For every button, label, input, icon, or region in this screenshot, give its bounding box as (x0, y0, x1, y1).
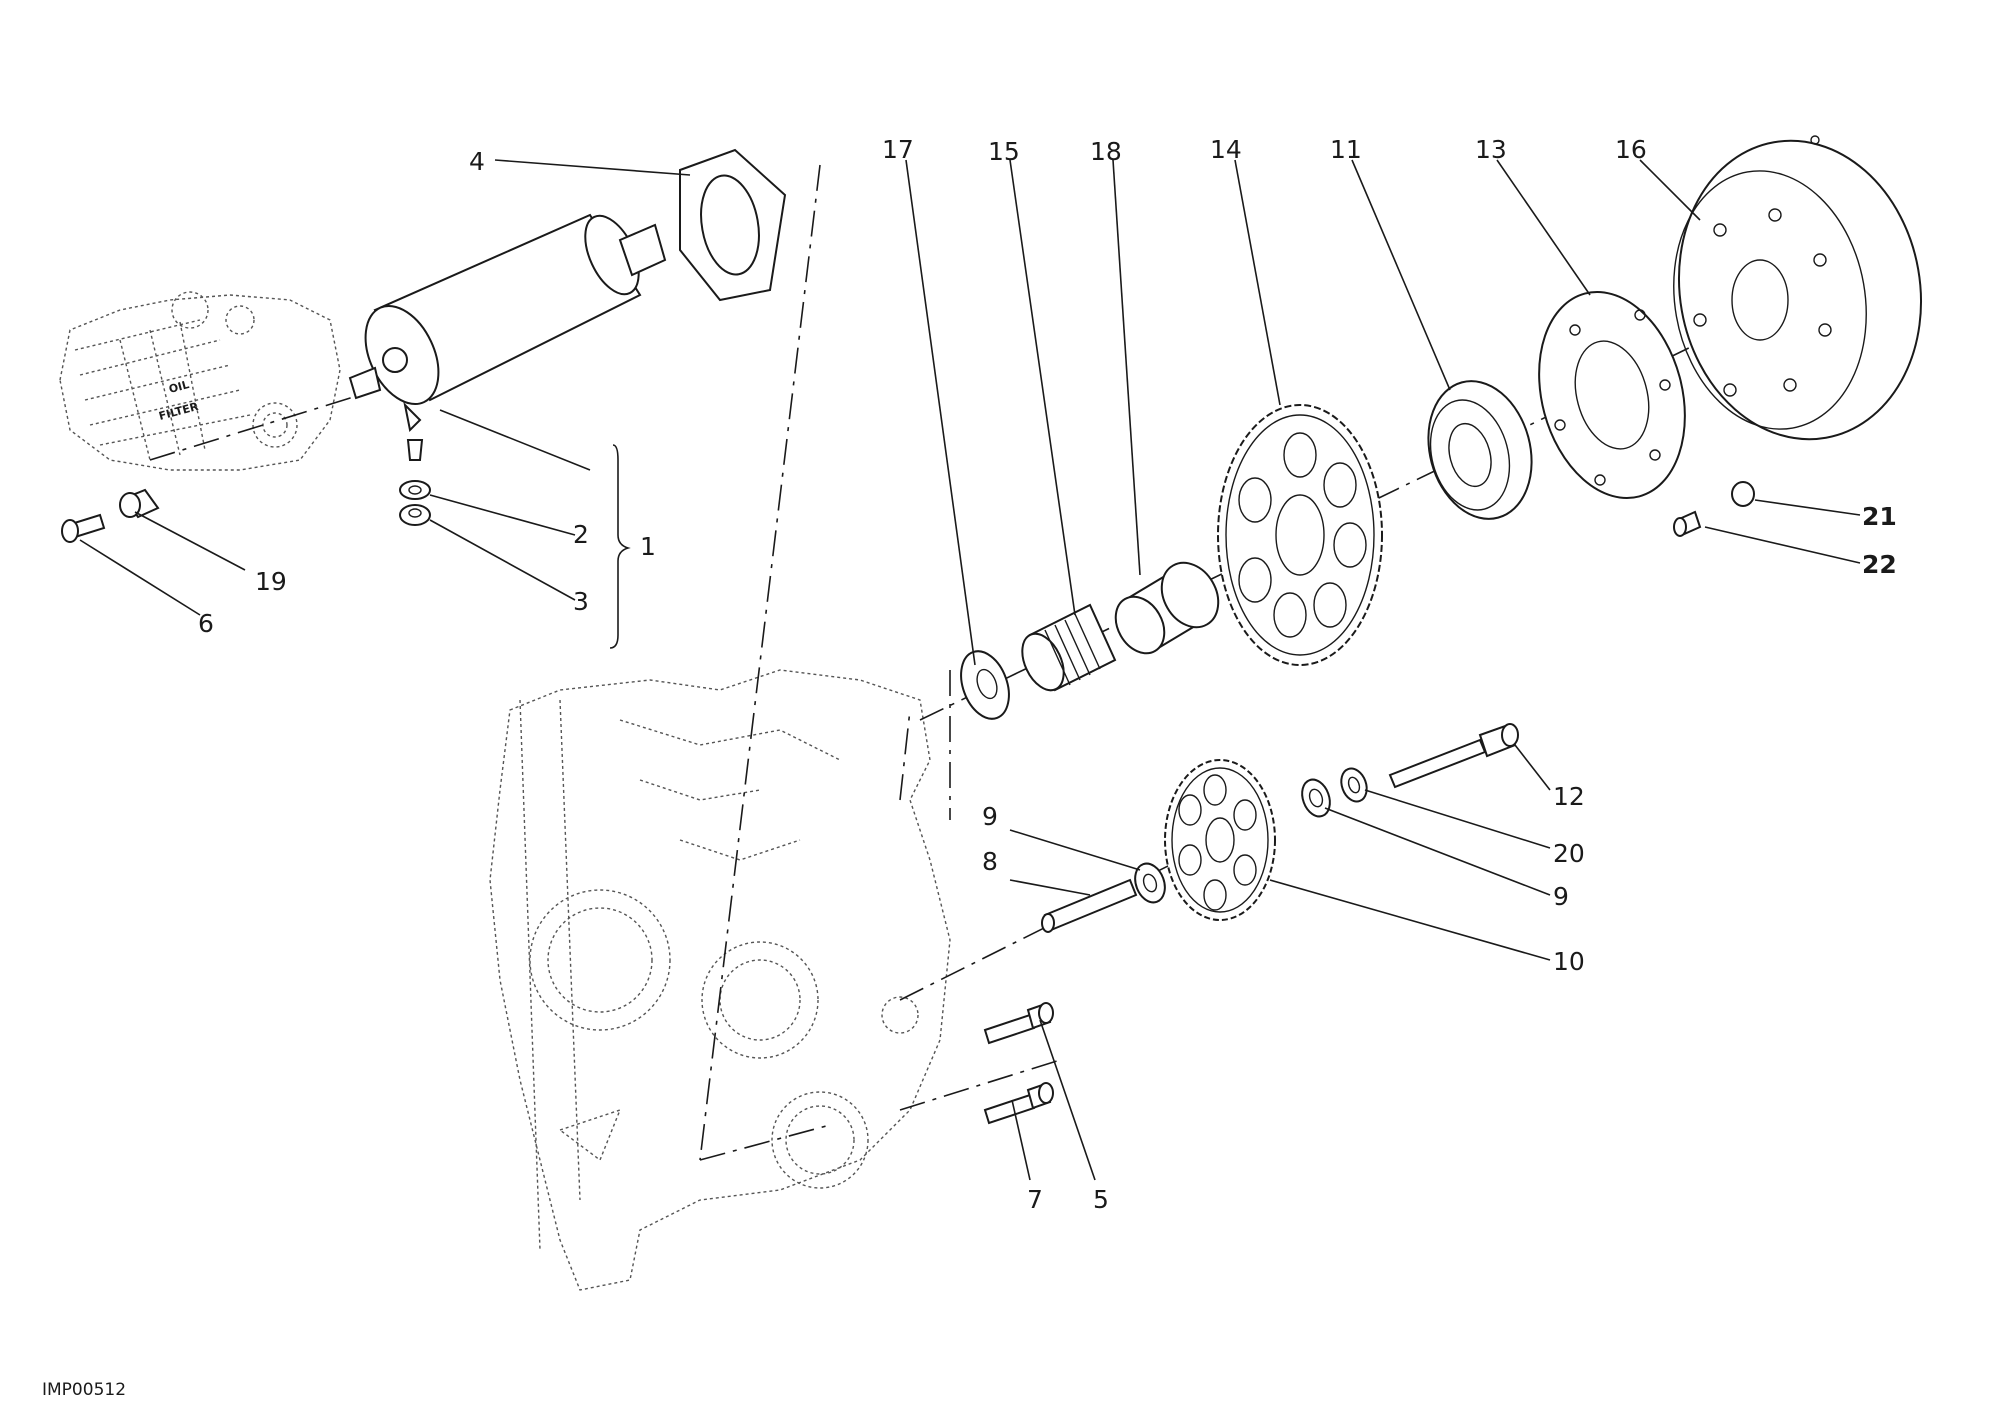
washer-part-17[interactable] (952, 645, 1017, 726)
drawing-code: IMP00512 (42, 1380, 126, 1400)
callout-6: 6 (198, 609, 214, 638)
callout-10: 10 (1553, 947, 1585, 976)
flange-ring-part-13[interactable] (1517, 275, 1707, 514)
engine-head-outline: OIL FILTER (59, 291, 341, 471)
screw-part-7[interactable] (983, 1082, 1054, 1125)
callout-1: 1 (640, 532, 656, 561)
callout-17: 17 (882, 135, 914, 164)
bolt-part-12[interactable] (1388, 723, 1519, 789)
plug-part-21[interactable] (1731, 481, 1755, 507)
callout-numbers: 1 2 3 4 5 6 7 8 9 9 10 11 12 13 14 15 16… (198, 135, 1897, 1214)
freewheel-part-11[interactable] (1414, 369, 1547, 530)
callout-22: 22 (1862, 550, 1897, 579)
bushing-part-18[interactable] (1106, 553, 1230, 662)
leader-lines (79, 159, 1861, 1181)
callout-15: 15 (988, 137, 1020, 166)
callout-9-right: 9 (1553, 882, 1569, 911)
callout-19: 19 (255, 567, 287, 596)
callout-11: 11 (1330, 135, 1362, 164)
screw-part-5[interactable] (983, 1002, 1054, 1045)
washer-part-9-right[interactable] (1297, 776, 1334, 821)
starter-motor[interactable] (348, 208, 667, 433)
washer-part-9-left[interactable] (1130, 859, 1170, 906)
callout-21: 21 (1862, 502, 1897, 531)
callout-18: 18 (1090, 137, 1122, 166)
callout-2: 2 (573, 520, 589, 549)
screw-part-6[interactable] (61, 513, 106, 543)
pin-part-8[interactable] (1041, 878, 1138, 933)
needle-bearing-part-15[interactable] (1014, 603, 1117, 697)
callout-16: 16 (1615, 135, 1647, 164)
callout-8: 8 (982, 847, 998, 876)
washer-part-20[interactable] (1337, 765, 1371, 805)
washer-part-2[interactable] (399, 480, 431, 500)
callout-20: 20 (1553, 839, 1585, 868)
callout-5: 5 (1093, 1185, 1109, 1214)
filter-label: FILTER (157, 400, 200, 423)
small-gear-part-10[interactable] (1164, 759, 1276, 921)
callout-4: 4 (469, 147, 485, 176)
callout-7: 7 (1027, 1185, 1043, 1214)
starter-terminal-stud (406, 439, 424, 461)
flywheel-part-16[interactable] (1654, 121, 1944, 458)
callout-13: 13 (1475, 135, 1507, 164)
callout-12: 12 (1553, 782, 1585, 811)
plug-part-22[interactable] (1673, 510, 1702, 537)
crankcase-outline (489, 669, 951, 1291)
nut-part-3[interactable] (399, 504, 431, 526)
callout-9-left: 9 (982, 802, 998, 831)
large-gear-part-14[interactable] (1217, 404, 1383, 666)
oil-label: OIL (167, 378, 190, 396)
callout-3: 3 (573, 587, 589, 616)
spacer-part-19[interactable] (119, 488, 160, 519)
starter-gasket[interactable] (679, 148, 787, 302)
callout-14: 14 (1210, 135, 1242, 164)
